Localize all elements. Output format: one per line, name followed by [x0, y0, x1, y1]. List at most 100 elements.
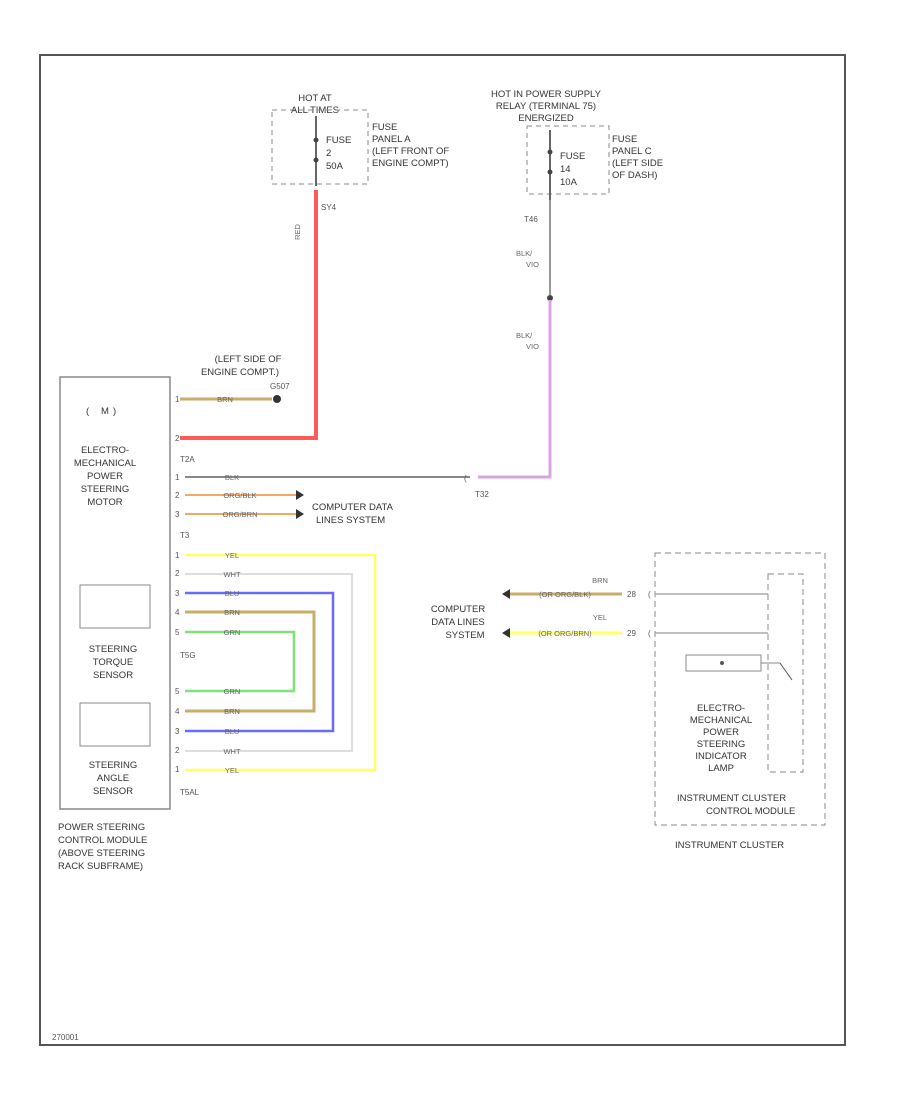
- fuse-left-fuse-line2: 2: [326, 148, 331, 159]
- motor-label-line4: STEERING: [81, 484, 130, 495]
- cluster-inner-box: [767, 573, 804, 773]
- angle-sensor-box: [79, 702, 151, 747]
- fuse-right-panel-line3: (LEFT SIDE: [612, 158, 663, 169]
- wire-yel-label-top: YEL: [225, 551, 239, 560]
- wire-red: RED: [180, 190, 318, 440]
- fuse-right-hot-line2: RELAY (TERMINAL 75): [496, 101, 596, 112]
- pin-t5al-2: 2: [175, 746, 180, 755]
- data-lines-right-line1: COMPUTER DATA: [312, 502, 394, 513]
- lamp-label-line5: INDICATOR: [695, 751, 747, 762]
- lamp-label-line2: MECHANICAL: [690, 715, 752, 726]
- wire-loop-yel: YEL YEL: [185, 551, 377, 775]
- motor-label-line3: POWER: [87, 471, 123, 482]
- cluster-pin-29-mark: (: [648, 629, 651, 638]
- module-label-line2: CONTROL MODULE: [58, 835, 147, 846]
- fuse-right-hot-line3: ENERGIZED: [518, 113, 574, 124]
- conn-t5g: T5G: [180, 651, 196, 660]
- fuse-left-panel-line4: ENGINE COMPT): [372, 158, 449, 169]
- fuse-right-panel-line2: PANEL C: [612, 146, 652, 157]
- ground-icon: [273, 395, 281, 403]
- wire-grn-label-top: GRN: [224, 628, 241, 637]
- wire-blk-vio-upper-label1: BLK/: [516, 249, 533, 258]
- wire-blk-label: BLK: [225, 473, 239, 482]
- torque-label-line3: SENSOR: [93, 670, 133, 681]
- wire-grn-label-bottom: GRN: [224, 687, 241, 696]
- cluster-inner-label-line1: INSTRUMENT CLUSTER: [677, 793, 786, 804]
- fuse-left-hot-line2: ALL TIMES: [291, 105, 339, 116]
- wire-cluster-yel-alt: (OR ORG/BRN): [538, 629, 592, 638]
- motor-symbol: M: [101, 406, 109, 417]
- conn-t2a: T2A: [180, 455, 195, 464]
- fuse-left-panel-line1: FUSE: [372, 122, 397, 133]
- fuse-right-fuse-line1: FUSE: [560, 151, 585, 162]
- pin-t5g-1: 1: [175, 551, 180, 560]
- psm-motor-bracket-left: (: [86, 406, 90, 417]
- wire-loop-blu: BLU BLU: [185, 589, 335, 736]
- diagram-code: 270001: [52, 1033, 79, 1042]
- pin-t5g-5: 5: [175, 628, 180, 637]
- fuse-left-hot-line1: HOT AT: [298, 93, 332, 104]
- wire-cluster-brn-label: BRN: [592, 576, 608, 585]
- module-label-line3: (ABOVE STEERING: [58, 848, 145, 859]
- ground-label-line2: ENGINE COMPT.): [201, 367, 279, 378]
- fuse-right-group: HOT IN POWER SUPPLY RELAY (TERMINAL 75) …: [491, 89, 663, 224]
- pin-t5g-2: 2: [175, 569, 180, 578]
- fuse-right-fuse-line2: 14: [560, 164, 571, 175]
- wire-loop-wht: WHT WHT: [185, 570, 353, 756]
- wire-blu-label-bottom: BLU: [225, 727, 240, 736]
- wire-cluster-brn-alt: (OR ORG/BLK): [539, 590, 591, 599]
- pin-t5g-3: 3: [175, 589, 180, 598]
- wire-cluster-brn: BRN (OR ORG/BLK): [502, 576, 622, 599]
- cluster-outer-label: INSTRUMENT CLUSTER: [675, 840, 784, 851]
- fuse-right-connector: T46: [524, 215, 538, 224]
- wire-org-brn: ORG/BRN: [185, 509, 304, 519]
- cluster-pin-29: 29: [627, 629, 636, 638]
- fuse-right-fuse-line3: 10A: [560, 177, 578, 188]
- pin-t5al-5: 5: [175, 687, 180, 696]
- data-lines-left-line3: SYSTEM: [445, 630, 484, 641]
- module-label-line1: POWER STEERING: [58, 822, 145, 833]
- fuse-right-panel-line4: OF DASH): [612, 170, 657, 181]
- ground-id: G507: [270, 382, 290, 391]
- fuse-right-hot-line1: HOT IN POWER SUPPLY: [491, 89, 602, 100]
- motor-label-line2: MECHANICAL: [74, 458, 136, 469]
- conn-t3: T3: [180, 531, 190, 540]
- wire-blk-vio-upper: BLK/ VIO: [516, 200, 553, 301]
- pin-t5al-4: 4: [175, 707, 180, 716]
- data-lines-left-line2: DATA LINES: [431, 617, 485, 628]
- angle-label-line1: STEERING: [89, 760, 138, 771]
- wire-blk-vio-upper-label2: VIO: [526, 260, 539, 269]
- pin-t3-3: 3: [175, 510, 180, 519]
- ground-group: (LEFT SIDE OF ENGINE COMPT.) G507 BRN: [180, 354, 290, 404]
- torque-sensor-box: [79, 584, 151, 629]
- lamp-label-line3: POWER: [703, 727, 739, 738]
- wire-red-label: RED: [293, 224, 302, 240]
- wire-wht-label-top: WHT: [223, 570, 240, 579]
- wire-org-brn-label: ORG/BRN: [222, 510, 257, 519]
- wire-blk-vio-lower-label2: VIO: [526, 342, 539, 351]
- angle-label-line3: SENSOR: [93, 786, 133, 797]
- fuse-left-connector: SY4: [321, 203, 337, 212]
- psm-box: [59, 376, 171, 810]
- pin-t5al-1: 1: [175, 765, 180, 774]
- wire-brn-ground-label: BRN: [217, 395, 233, 404]
- motor-label-line5: MOTOR: [87, 497, 122, 508]
- pin-t5g-4: 4: [175, 608, 180, 617]
- conn-t5al: T5AL: [180, 788, 200, 797]
- lamp-label-line6: LAMP: [708, 763, 734, 774]
- lamp-label-line1: ELECTRO-: [697, 703, 745, 714]
- instrument-cluster: ELECTRO- MECHANICAL POWER STEERING INDIC…: [627, 552, 826, 851]
- wire-org-blk-label: ORG/BLK: [223, 491, 256, 500]
- pin-t5al-3: 3: [175, 727, 180, 736]
- fuse-right-box: [526, 125, 610, 195]
- torque-label-line2: TORQUE: [93, 657, 133, 668]
- wire-wht-label-bottom: WHT: [223, 747, 240, 756]
- wire-cluster-yel-label: YEL: [593, 613, 607, 622]
- cluster-outer-box: [654, 552, 826, 826]
- pin-t3-1: 1: [175, 473, 180, 482]
- pin-t2a-2: 2: [175, 434, 180, 443]
- wire-loop-grn: GRN GRN: [185, 628, 296, 696]
- wire-blk-vio-lower: BLK/ VIO: [478, 300, 552, 479]
- cluster-pin-28-mark: (: [648, 590, 651, 599]
